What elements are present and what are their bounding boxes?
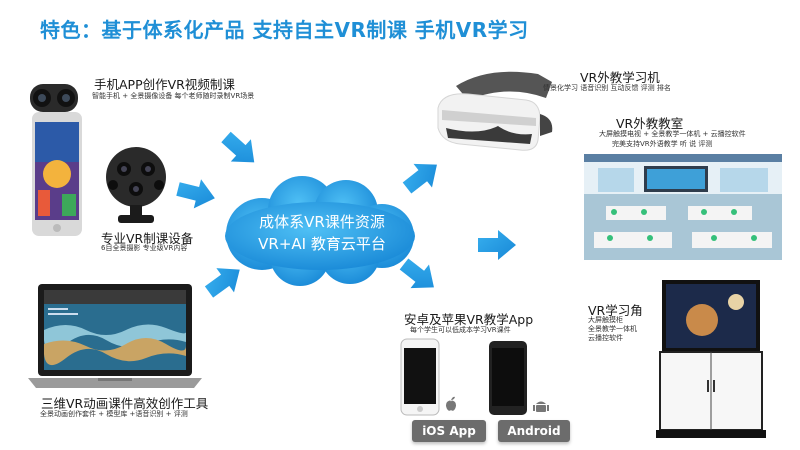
iphone-image — [400, 338, 440, 416]
classroom-sub-2: 完美支持VR外语教学 听 说 评测 — [612, 140, 713, 148]
corner-heading: VR学习角 — [588, 303, 643, 318]
phone-with-camera-image — [30, 84, 82, 236]
vr-headset-heading: VR外教学习机 — [580, 70, 660, 85]
vr-headset-image — [437, 71, 553, 151]
app-heading: 安卓及苹果VR教学App — [404, 312, 534, 327]
classroom-heading: VR外教教室 — [616, 116, 684, 131]
arrow-from-tool — [204, 268, 240, 298]
cloud-line-2: VR+AI 教育云平台 — [258, 234, 386, 253]
pro-device-heading: 专业VR制课设备 — [101, 231, 194, 246]
vr-camera-image — [106, 147, 166, 223]
android-icon — [533, 398, 549, 412]
corner-sub-3: 云播控软件 — [588, 334, 623, 342]
cloud-line-1: 成体系VR课件资源 — [259, 213, 385, 231]
classroom-sub-1: 大屏触摸电视 + 全景教学一体机 + 云播控软件 — [599, 130, 746, 138]
corner-sub-1: 大屏触摸柜 — [588, 316, 623, 324]
cloud-platform — [225, 176, 415, 286]
arrow-from-phone-app — [221, 131, 255, 163]
kiosk-image — [656, 280, 766, 438]
tool-sub: 全景动画创作套件 + 模型库 +语音识别 + 评测 — [40, 410, 188, 418]
phone-app-heading: 手机APP创作VR视频制课 — [94, 77, 235, 92]
arrow-from-pro-device — [176, 179, 215, 209]
arrow-to-app — [399, 258, 434, 289]
android-button[interactable]: Android — [498, 420, 570, 442]
cloud-text: 成体系VR课件资源 VR+AI 教育云平台 — [232, 212, 412, 256]
tool-heading: 三维VR动画课件高效创作工具 — [41, 396, 209, 411]
arrow-to-headset — [402, 163, 437, 194]
arrow-to-classroom — [478, 230, 516, 260]
classroom-image — [584, 154, 782, 260]
app-sub: 每个学生可以低成本学习VR课件 — [410, 326, 511, 334]
phone-app-sub: 智能手机 + 全景摄像设备 每个老师随时录制VR场景 — [92, 92, 255, 100]
ios-app-button[interactable]: iOS App — [412, 420, 486, 442]
android-phone-image — [489, 341, 527, 415]
laptop-image — [28, 284, 202, 388]
pro-device-sub: 6目全景摄影 专业级VR内容 — [101, 244, 188, 252]
vr-headset-sub: 情景化学习 语音识别 互动反馈 评测 排名 — [543, 84, 671, 92]
apple-icon — [444, 396, 458, 412]
page-title: 特色：基于体系化产品 支持自主VR制课 手机VR学习 — [40, 18, 529, 42]
corner-sub-2: 全景教学一体机 — [588, 325, 637, 333]
